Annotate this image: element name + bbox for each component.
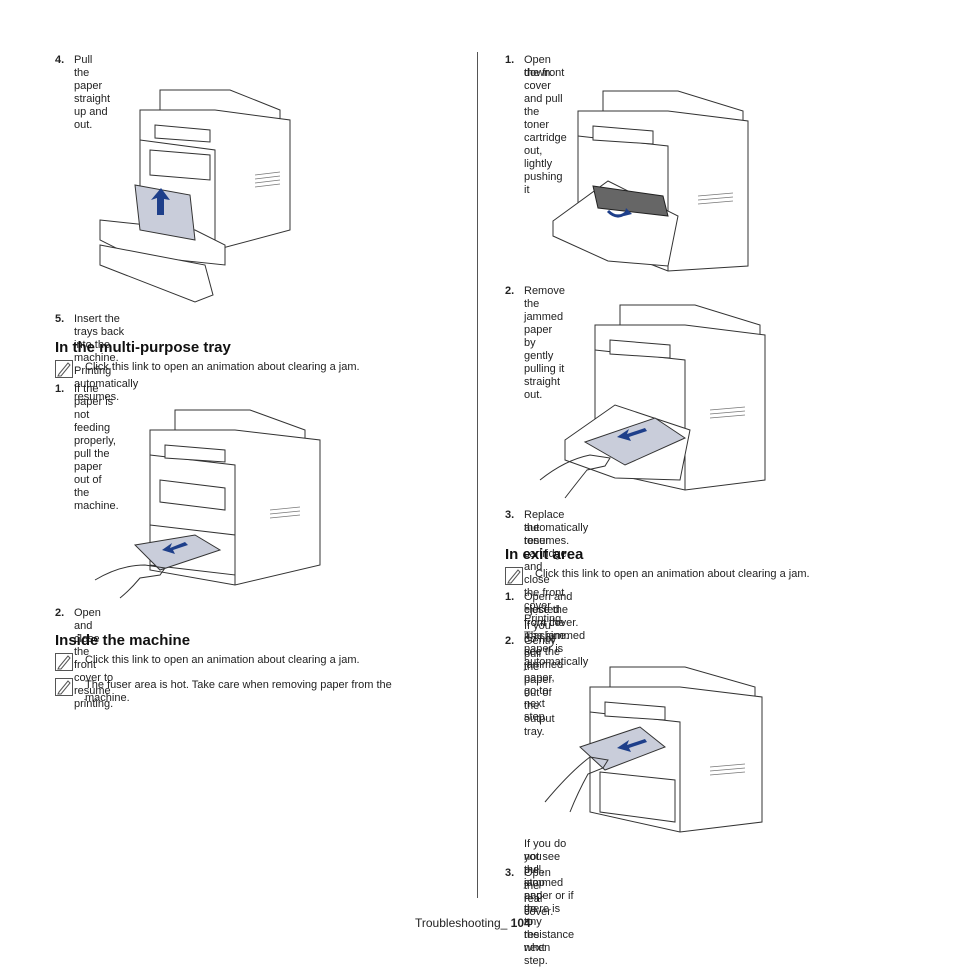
step-text: Open and close the front cover. The jamm… (524, 591, 589, 668)
step-text: Open the front cover and pull the toner … (524, 54, 567, 196)
note-text: machine. (85, 692, 130, 704)
note-fuser-hot: The fuser area is hot. Take care when re… (55, 678, 455, 708)
step-text: Remove the jammed paper by gently pullin… (524, 285, 565, 401)
note-pencil-icon (55, 653, 73, 671)
printer-toner-out-illustration (552, 90, 749, 272)
page-footer: Troubleshooting_ 104 (415, 916, 531, 930)
page-number: 104 (510, 916, 531, 930)
step-number: 4. (55, 54, 65, 66)
note-pencil-icon (55, 360, 73, 378)
step-text: If you do not see the jammed paper, go t… (524, 620, 564, 723)
printer-tray-jam-illustration (99, 89, 291, 303)
step-number: 5. (55, 313, 65, 325)
printer-remove-paper-illustration (539, 304, 766, 499)
step-text: down. (524, 67, 554, 79)
step-text: Replace the toner cartridge and close th… (524, 509, 567, 625)
footer-section: Troubleshooting_ (415, 916, 508, 930)
step-number: 3. (505, 867, 515, 879)
step-number: 3. (505, 509, 515, 521)
step-text: ejected from the machine. (524, 604, 569, 642)
step-text: automatically resumes. (524, 522, 589, 547)
step-number: 2. (505, 635, 515, 647)
note-animation-link[interactable]: Click this link to open an animation abo… (55, 360, 455, 380)
step-number: 2. (55, 607, 65, 619)
printer-mpt-jam-illustration (94, 409, 321, 599)
heading-inside-machine: Inside the machine (55, 632, 191, 649)
step-number: 2. (505, 285, 515, 297)
step-text: Open the rear cover. (524, 867, 554, 918)
note-text: Click this link to open an animation abo… (85, 654, 360, 666)
note-text: The fuser area is hot. Take care when re… (85, 679, 392, 691)
step-text: Insert the trays back into the machine. … (74, 313, 139, 403)
note-pencil-icon (505, 567, 523, 585)
note-text: Click this link to open an animation abo… (535, 568, 810, 580)
step-number: 1. (55, 383, 65, 395)
note-text: Click this link to open an animation abo… (85, 361, 360, 373)
column-divider (477, 52, 478, 898)
step-text: Pull the paper straight up and out. (74, 54, 111, 131)
step-number: 1. (505, 54, 515, 66)
heading-exit-area: In exit area (505, 546, 584, 563)
step-number: 1. (505, 591, 515, 603)
step-text: If the paper is not feeding properly, pu… (74, 383, 119, 512)
step-text: Gently pull the paper out of the output … (524, 635, 556, 738)
note-animation-link[interactable]: Click this link to open an animation abo… (55, 653, 455, 673)
heading-multi-purpose-tray: In the multi-purpose tray (55, 339, 231, 356)
step-text: Open and close the front cover to resume… (74, 607, 114, 710)
printer-output-tray-illustration (544, 666, 763, 833)
step-text: If you do not see the jammed paper or if… (524, 838, 575, 954)
note-pencil-icon (55, 678, 73, 696)
note-animation-link[interactable]: Click this link to open an animation abo… (505, 567, 905, 587)
